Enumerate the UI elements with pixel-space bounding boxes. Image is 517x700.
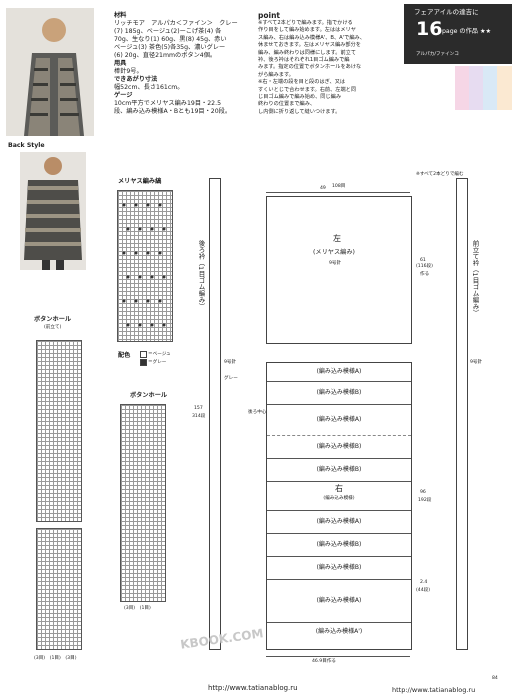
gauge-title: ゲージ — [114, 92, 133, 99]
legend-beige: ＝ベージュ — [148, 352, 171, 357]
left-panel-sub: (メリヤス編み) — [313, 249, 355, 256]
materials-title: 材料 — [114, 12, 127, 19]
band: (編み込み模様B) — [267, 534, 411, 557]
total-rows: 314段 — [192, 414, 206, 419]
point-line: ス編み、右は編み込み模様A'、B、A'で編み、 — [258, 34, 365, 41]
right-panel-mid: 右 (編み込み模様) — [267, 482, 411, 511]
bottom-width-line — [266, 656, 410, 657]
gauge-line: 10cm平方でメリヤス編み19目・22.5 — [114, 100, 222, 107]
back-style-label: Back Style — [8, 142, 45, 149]
size-title: できあがり寸法 — [114, 76, 158, 83]
center-line-label: 後ろ中心 — [248, 410, 267, 415]
model-photo-back — [20, 152, 86, 270]
point-line: ※右・左端の段を目と段のはぎ、又は — [258, 79, 346, 86]
page-number: 84 — [492, 676, 498, 681]
back-collar-label: 後ろ衿（1目ゴム編み） — [197, 240, 205, 310]
footer-url-left: http://www.tatianablog.ru — [208, 684, 298, 692]
header-fair: フェアアイルの達吉に — [414, 8, 479, 16]
point-block: point ※すべて2本どりで編みます。指でかける 作り目をして編み始めます。左… — [258, 12, 392, 116]
materials-line: (6) 20g、直径21mmのボタン4個。 — [114, 52, 217, 59]
header-page-suffix: page の作品 ★★ — [442, 28, 492, 35]
header-page-num: 16 — [416, 18, 443, 40]
materials-line: ベージュ(3) 茶色(5)各35g、濃いグレー — [114, 44, 226, 51]
size-text: 幅52cm、長さ161cm。 — [114, 84, 184, 91]
total-len: 157 — [194, 406, 203, 411]
buttonhole-left-sub: (前立て) — [44, 325, 62, 330]
right-panel: (編み込み模様A) (編み込み模様B) (編み込み模様A) (編み込み模様B) … — [266, 362, 412, 650]
band: (編み込み模様A) — [267, 580, 411, 623]
band: (編み込み模様A) — [267, 511, 411, 534]
point-line: 休ませておきます。左はメリヤス編み部分を — [258, 42, 361, 49]
buttonhole-mid-title: ボタンホール — [130, 392, 168, 399]
materials-line: 70g、生なり(1) 60g、黒(8) 45g、赤い — [114, 36, 227, 43]
point-line: すくいとじで合わせます。右前、左端と同 — [258, 86, 357, 93]
band: (編み込み模様B) — [267, 436, 411, 459]
point-title: point — [258, 11, 281, 20]
left-height-rows: (116段) — [416, 264, 433, 269]
front-collar-label: 前立て衿（1目ゴム編み） — [471, 240, 479, 316]
left-panel-needle: 9号針 — [329, 261, 342, 266]
meriyasu-title: メリヤス編み縞 — [118, 178, 162, 185]
legend-gray: ＝グレー — [148, 360, 167, 365]
left-panel-label: 左 — [333, 234, 341, 243]
front-collar-needle: 9号針 — [470, 360, 483, 365]
header-swatches — [455, 66, 512, 110]
gauge-line: 段、編み込み模様A・Bとも19目・20段。 — [114, 108, 232, 115]
front-collar-strip — [456, 178, 468, 650]
point-line: し内側に折り返して縫いつけます。 — [258, 108, 341, 115]
point-line: ※すべて2本どりで編みます。指でかける — [258, 20, 353, 26]
buttonhole-left-title: ボタンホール — [34, 316, 72, 323]
footer-url-right: http://www.tatianablog.ru — [392, 686, 476, 694]
header-box: フェアアイルの達吉に 16 page の作品 ★★ アルパカ/ファインコ — [404, 4, 512, 64]
top-width-st: 108目 — [332, 184, 346, 189]
left-panel: 左 (メリヤス編み) 9号針 — [266, 196, 412, 344]
back-collar-strip — [209, 178, 221, 650]
bottom-len: 2.4 — [420, 580, 428, 585]
point-line: みます。指定の位置でボタンホールをあけな — [258, 64, 362, 71]
right-panel-sub: (編み込み模様) — [323, 496, 355, 501]
top-width-line — [266, 192, 410, 193]
back-collar-gray: グレー — [224, 376, 238, 381]
note-all: ※すべて2本どりで編む — [416, 172, 464, 177]
materials-line: (7) 185g、ベージュ(2)ーこげ茶(4) 各 — [114, 28, 222, 35]
right-h: 96 — [420, 490, 426, 495]
top-width-cm: 49 — [320, 186, 326, 191]
band: (編み込み模様A') — [315, 628, 363, 635]
right-panel-label: 右 — [335, 484, 343, 493]
tools-text: 棒針9号。 — [114, 68, 143, 75]
left-chart-lower — [36, 528, 82, 650]
bottom-rows: (44段) — [416, 588, 431, 593]
legend-gray-swatch — [140, 359, 147, 366]
band: (編み込み模様B) — [267, 459, 411, 482]
point-line: 衿、後ろ衿はそれぞれ1目ゴム編みで編 — [258, 57, 350, 64]
left-height: 61 — [420, 258, 426, 263]
band: (編み込み模様A) — [267, 405, 411, 436]
point-line: 編み、編み終わりは同様にします。前立て — [258, 49, 357, 56]
legend-beige-swatch — [140, 351, 147, 358]
point-line: じ目ゴム編みで編み始め、同じ編み — [258, 94, 342, 101]
mid-chart — [120, 404, 166, 602]
point-line: 終わりの位置まで編み、 — [258, 101, 316, 108]
meriyasu-grid — [117, 190, 173, 342]
band: (編み込み模様B) — [267, 557, 411, 580]
point-line: がら編みます。 — [258, 71, 294, 78]
tools-title: 用具 — [114, 60, 127, 67]
left-note: 作る — [420, 272, 430, 277]
haishoku-label: 配色 — [118, 352, 131, 359]
band: (編み込み模様B) — [267, 382, 411, 405]
point-line: 作り目をして編み始めます。左ははメリヤ — [258, 27, 356, 34]
materials-line: リッチモア アルパカ＜ファイン＞ クレー — [114, 20, 238, 27]
left-chart-bottom: (3目) (1目) (3目) — [34, 656, 77, 661]
materials-block: 材料 リッチモア アルパカ＜ファイン＞ クレー (7) 185g、ベージュ(2)… — [114, 12, 254, 116]
mid-chart-bottom: (3目) (1目) — [124, 606, 151, 611]
band: (編み込み模様A) — [267, 363, 411, 382]
watermark: KBOOK.COM — [179, 626, 265, 652]
model-photo-front — [6, 8, 94, 136]
header-tag: アルパカ/ファインコ — [416, 52, 459, 57]
left-chart-upper — [36, 340, 82, 522]
right-h-rows: 192段 — [418, 498, 432, 503]
back-collar-needle: 9号針 — [224, 360, 237, 365]
bottom-width: 46.9目作る — [312, 659, 337, 664]
